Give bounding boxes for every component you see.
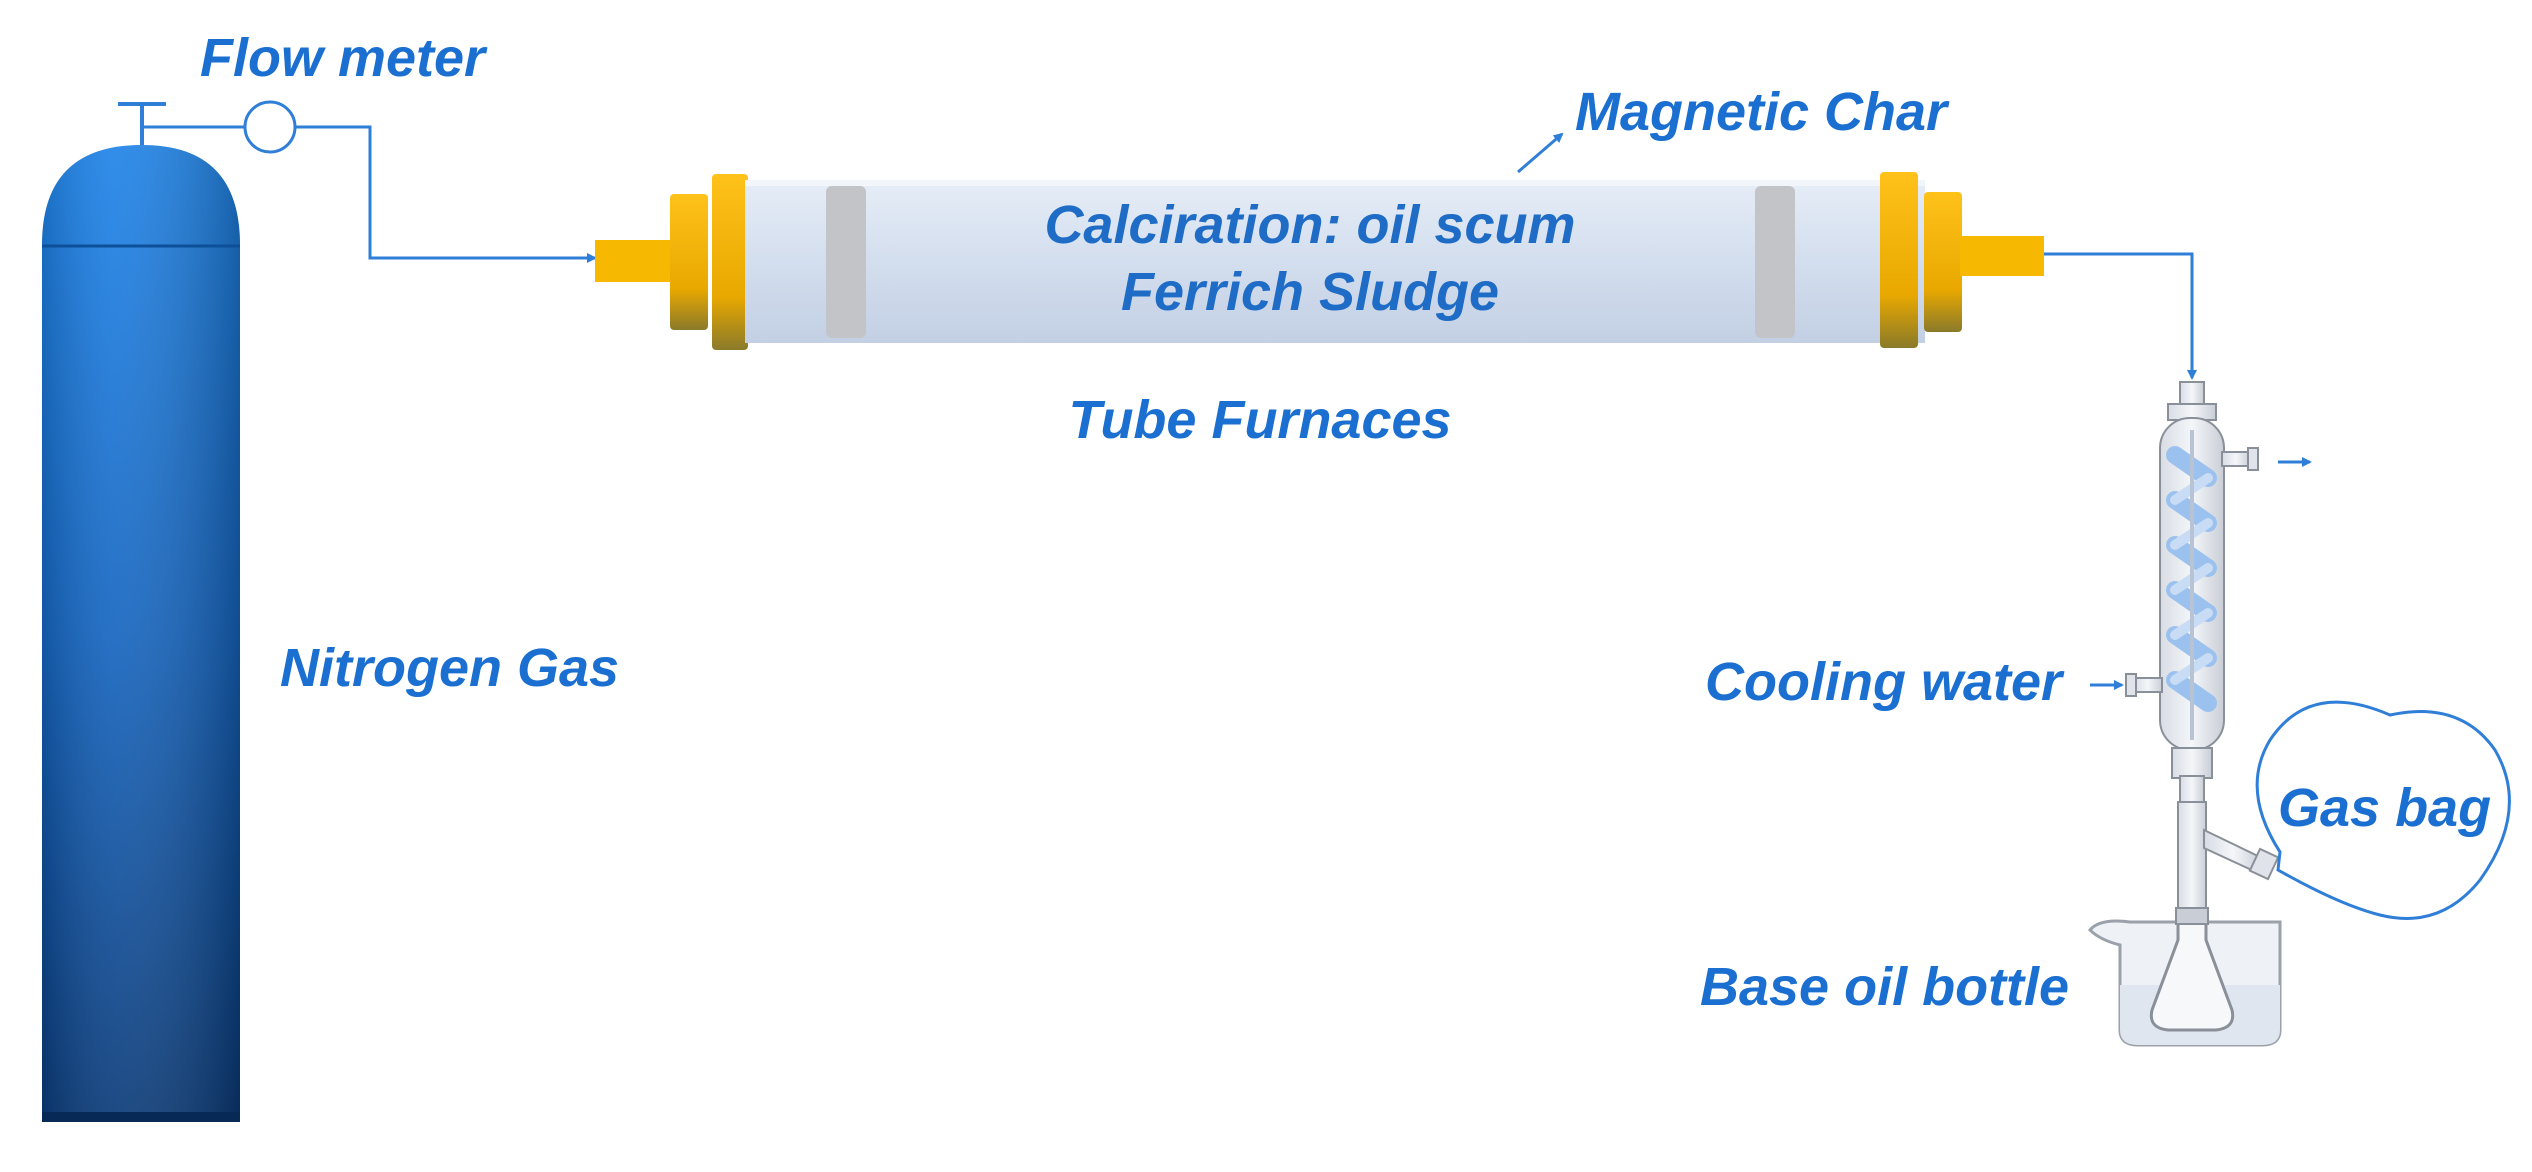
tube-content-line2: Ferrich Sludge — [1121, 262, 1499, 322]
nitrogen-cylinder — [42, 102, 240, 1122]
coil-condenser — [2125, 381, 2280, 911]
base-oil-bottle-label: Base oil bottle — [1700, 957, 2069, 1017]
tube-plug-right — [1755, 186, 1795, 338]
tube-furnace — [595, 172, 2044, 350]
magnetic-char-pointer — [1517, 132, 1564, 174]
magnetic-char-label: Magnetic Char — [1575, 82, 1950, 142]
base-oil-bottle — [2087, 907, 2282, 1047]
nitrogen-gas-label: Nitrogen Gas — [280, 638, 619, 698]
tube-furnaces-label: Tube Furnaces — [1068, 390, 1451, 450]
tube-content-line1: Calciration: oil scum — [1044, 195, 1575, 255]
gas-line-inlet — [142, 125, 597, 263]
gas-line-outlet — [2044, 252, 2197, 380]
tube-plug-left — [826, 186, 866, 338]
flow-meter-label: Flow meter — [200, 28, 488, 88]
gas-bag-label: Gas bag — [2278, 778, 2491, 838]
flow-meter-icon — [243, 100, 297, 154]
cooling-water-label: Cooling water — [1705, 652, 2065, 712]
gas-bag — [2255, 700, 2511, 920]
